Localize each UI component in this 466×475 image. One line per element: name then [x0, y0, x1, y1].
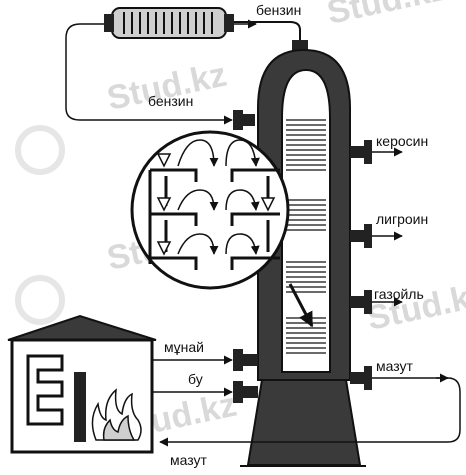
watermark-text: Stud.kz — [324, 0, 450, 32]
column-trays — [286, 119, 326, 354]
watermark-logo — [15, 275, 65, 325]
reflux-flange — [233, 110, 243, 130]
label-benzin-reflux: бензин — [148, 93, 193, 109]
label-bu: бу — [188, 371, 203, 387]
draw-off-ligroin — [350, 224, 403, 248]
label-kerosin: керосин — [376, 133, 428, 149]
draw-off-gazoil — [350, 290, 403, 314]
flame-icon — [91, 388, 142, 441]
label-mazut-right: мазут — [376, 358, 414, 374]
magnifier-circle — [130, 130, 290, 290]
furnace-pipe — [74, 372, 86, 442]
vapour-pipe — [234, 21, 301, 48]
furnace — [7, 314, 157, 454]
watermark-text: Stud.kz — [364, 276, 466, 338]
tray-detail-magnifier — [130, 130, 314, 328]
draw-off-kerosin — [350, 140, 403, 164]
munai-flange — [233, 349, 243, 371]
label-ligroin: лигроин — [376, 211, 428, 227]
column-top-nozzle — [292, 40, 308, 50]
bu-flange — [233, 381, 243, 403]
magnifier-pointer — [288, 283, 314, 328]
reflux-pipe — [65, 23, 222, 121]
condenser — [104, 7, 234, 39]
label-munai: мұнай — [164, 339, 204, 355]
label-gazoil: газойль — [374, 286, 424, 302]
watermark-logo — [15, 125, 65, 175]
label-benzin-top: бензин — [256, 2, 301, 18]
distillation-column — [240, 48, 366, 467]
furnace-coil — [26, 354, 64, 426]
draw-off-mazut — [236, 366, 461, 443]
label-mazut-bottom: мазут — [170, 452, 208, 468]
